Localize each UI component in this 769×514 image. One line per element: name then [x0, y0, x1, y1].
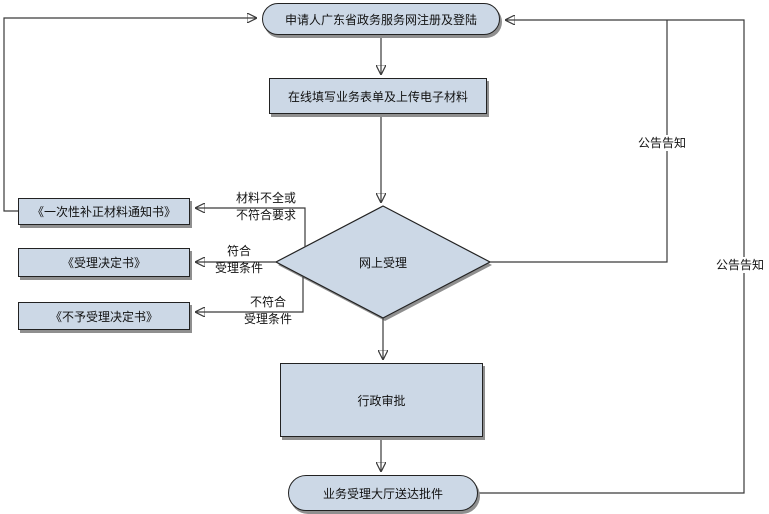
node-start: 申请人广东省政务服务网注册及登陆 [262, 3, 500, 35]
node-approval-label: 行政审批 [357, 393, 406, 408]
node-fill-form-label: 在线填写业务表单及上传电子材料 [287, 89, 468, 104]
node-notice-reject-label: 《不予受理决定书》 [49, 309, 158, 324]
connector-delivery-announce-to-start [478, 20, 745, 494]
edge-label-meets: 符合 受理条件 [206, 243, 272, 277]
connector-decision-to-correction [196, 208, 306, 247]
edge-label-not-meets: 不符合 受理条件 [234, 294, 302, 328]
edge-label-incomplete-line1: 材料不全或 [235, 191, 296, 205]
node-notice-accept: 《受理决定书》 [18, 248, 190, 277]
edge-label-incomplete: 材料不全或 不符合要求 [224, 190, 308, 224]
node-decision-label: 网上受理 [358, 255, 407, 270]
edge-label-announce-delivery-text: 公告告知 [715, 258, 764, 272]
node-notice-correction: 《一次性补正材料通知书》 [18, 198, 190, 225]
node-notice-reject: 《不予受理决定书》 [18, 302, 190, 330]
node-notice-correction-label: 《一次性补正材料通知书》 [31, 205, 176, 219]
edge-label-meets-line2: 受理条件 [214, 261, 263, 275]
edge-label-meets-line1: 符合 [226, 244, 251, 258]
connector-decision-to-reject [196, 276, 304, 312]
node-approval: 行政审批 [280, 363, 483, 437]
connector-correction-loop-to-start [3, 18, 256, 212]
decision-diamond-shape [274, 205, 492, 321]
node-delivery-label: 业务受理大厅送达批件 [322, 486, 443, 501]
node-start-label: 申请人广东省政务服务网注册及登陆 [284, 12, 477, 27]
edge-label-incomplete-line2: 不符合要求 [235, 208, 296, 222]
edge-label-announce-decision: 公告告知 [634, 135, 690, 151]
edge-label-announce-delivery: 公告告知 [712, 257, 768, 273]
edge-label-not-meets-line1: 不符合 [249, 295, 286, 309]
node-decision: 网上受理 [276, 206, 490, 318]
node-delivery: 业务受理大厅送达批件 [288, 475, 478, 511]
edge-label-not-meets-line2: 受理条件 [243, 312, 292, 326]
node-fill-form: 在线填写业务表单及上传电子材料 [269, 78, 487, 114]
node-notice-accept-label: 《受理决定书》 [61, 256, 146, 270]
edge-label-announce-decision-text: 公告告知 [637, 136, 686, 150]
connector-decision-announce [490, 20, 668, 263]
